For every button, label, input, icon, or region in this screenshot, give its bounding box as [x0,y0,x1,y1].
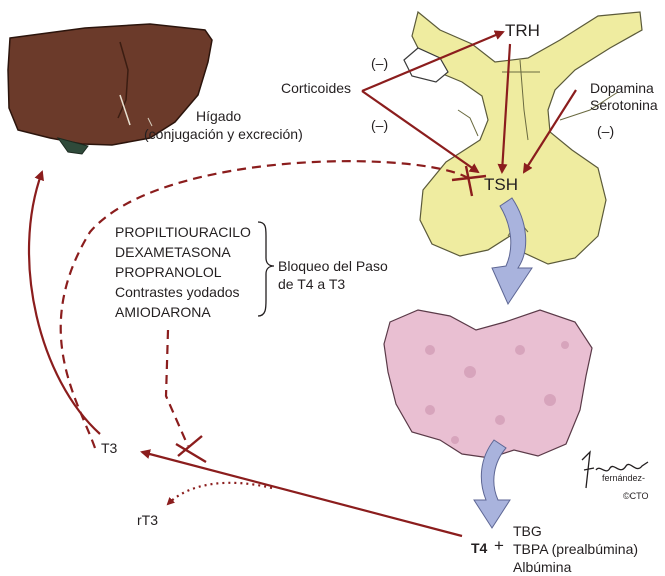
signature-text: fernández- [602,470,645,487]
minus-sign-corticoides-tsh: (–) [371,117,388,134]
t4-plus-sign: + [494,537,504,554]
t4-to-rt3-dotted-arrow [168,483,272,504]
carrier-tbpa: TBPA (prealbúmina) [513,541,638,558]
t4-to-t3-arrow [142,452,462,536]
drug-item: Contrastes yodados [115,284,240,301]
minus-sign-dopamina: (–) [597,123,614,140]
tsh-label: TSH [484,176,518,193]
thyroid-illustration [384,310,592,458]
drugs-brace [258,222,274,316]
drug-item: PROPRANOLOL [115,264,222,281]
drug-item: PROPILTIOURACILO [115,224,251,241]
minus-sign-corticoides-trh: (–) [371,55,388,72]
liver-title: Hígado [196,108,241,125]
carrier-albumina: Albúmina [513,559,571,576]
block-label-line2: de T4 a T3 [278,276,345,293]
liver-subtitle: (conjugación y excreción) [144,126,303,143]
drugs-block-dashed-line [166,330,188,446]
trh-label: TRH [505,22,540,39]
copyright-label: ©CTO [623,488,648,505]
t3-to-liver-arrow [29,172,100,434]
t3-label: T3 [101,440,117,457]
t4-label: T4 [471,540,487,557]
drug-item: DEXAMETASONA [115,244,231,261]
drug-item: AMIODARONA [115,304,211,321]
carrier-tbg: TBG [513,523,542,540]
rt3-label: rT3 [137,512,158,529]
block-label-line1: Bloqueo del Paso [278,258,388,275]
serotonina-label: Serotonina [590,97,658,114]
corticoides-label: Corticoides [281,80,351,97]
dopamina-label: Dopamina [590,80,654,97]
